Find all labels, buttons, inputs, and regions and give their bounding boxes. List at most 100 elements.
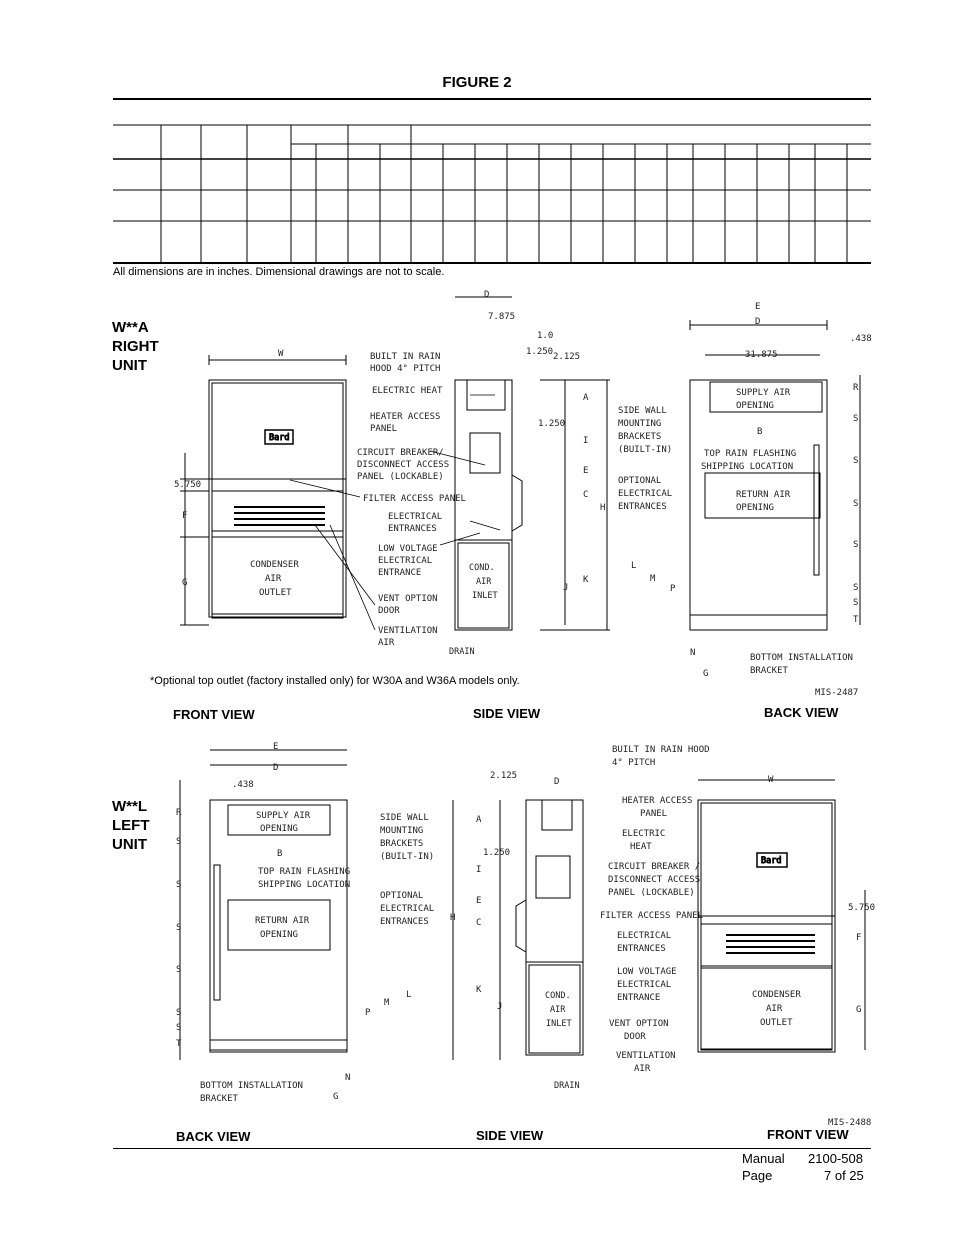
drawing-label: VENTILATION (616, 1051, 676, 1061)
drawing-label: ENTRANCES (617, 944, 666, 954)
drawing-label: AIR (766, 1004, 783, 1014)
back-view-drawing (689, 320, 861, 631)
drawing-label: ENTRANCES (380, 917, 429, 927)
drawing-label: CONDENSER (752, 990, 801, 1000)
drawing-label: TOP RAIN FLASHING (704, 449, 796, 459)
dim-w: W (278, 349, 284, 359)
drawing-label: B (277, 849, 282, 859)
drawing-label: SHIPPING LOCATION (701, 462, 793, 472)
drawing-label: S (176, 880, 181, 890)
drawing-label: K (476, 985, 482, 995)
dimension-table (113, 124, 871, 264)
drawing-label: CIRCUIT BREAKER/ (357, 448, 444, 458)
unit-label-line: W**A (112, 319, 149, 336)
drawing-label: AIR (476, 577, 492, 587)
drawing-label: DISCONNECT ACCESS (357, 460, 449, 470)
drawing-label: S (176, 965, 181, 975)
drawing-label: SUPPLY AIR (736, 388, 791, 398)
drawing-label: ELECTRICAL (617, 931, 671, 941)
view-label: BACK VIEW (176, 1129, 251, 1144)
unit-label-left: W**L LEFT UNIT (112, 797, 150, 854)
drawing-label: AIR (378, 638, 395, 648)
unit-label-line: W**L (112, 798, 147, 815)
dim-5750: 5.750 (174, 480, 201, 490)
mis-number: MIS-2488 (828, 1118, 871, 1128)
drawing-label: S (176, 1008, 181, 1018)
drawing-label: COND. (545, 991, 571, 1001)
drawing-label: S (176, 837, 181, 847)
drawing-label: SHIPPING LOCATION (258, 880, 350, 890)
drawing-label: 31.875 (745, 350, 778, 360)
drawing-label: OPENING (260, 930, 298, 940)
drawing-label: S (853, 499, 858, 509)
drawing-label: A (476, 815, 482, 825)
drawing-label: INLET (546, 1019, 572, 1029)
drawing-label: SUPPLY AIR (256, 811, 311, 821)
drawing-label: RETURN AIR (736, 490, 791, 500)
drawing-label: 1.250 (483, 848, 510, 858)
view-label: SIDE VIEW (473, 706, 541, 721)
drawing-label: INLET (472, 591, 498, 601)
front-view-drawing: Bard (697, 779, 866, 1053)
drawing-label: SIDE WALL (618, 406, 667, 416)
front-view-text: W 5.750 F G CONDENSER AIR OUTLET (174, 349, 299, 598)
drawing-label: PANEL (LOCKABLE) (357, 472, 444, 482)
drawing-label: ELECTRIC HEAT (372, 386, 443, 396)
drawing-label: HEATER ACCESS (622, 796, 692, 806)
drawing-label: AIR (550, 1005, 566, 1015)
page-number: 7 of 25 (824, 1168, 864, 1183)
front-view-drawing: Bard (180, 355, 347, 626)
drawing-label: C (476, 918, 481, 928)
drawing-label: Bard (761, 856, 781, 866)
drawing-label: VENTILATION (378, 626, 438, 636)
drawing-label: OPENING (736, 401, 774, 411)
drawing-label: ENTRANCE (378, 568, 421, 578)
drawing-label: OPTIONAL (618, 476, 661, 486)
dim-f: F (182, 511, 187, 521)
side-view-drawing (452, 799, 584, 1060)
drawing-label: RETURN AIR (255, 916, 310, 926)
drawing-label: (BUILT-IN) (618, 445, 672, 455)
drawing-label: D (484, 290, 489, 300)
side-view-text: D 2.125 A 1.250 I C E H K J COND. AIR IN… (450, 771, 580, 1091)
drawing-label: I (476, 865, 481, 875)
drawing-label: LOW VOLTAGE (617, 967, 677, 977)
drawing-label: G (856, 1005, 861, 1015)
drawing-label: ELECTRICAL (388, 512, 442, 522)
drawing-label: G (703, 669, 708, 679)
drawing-label: FILTER ACCESS PANEL (363, 494, 466, 504)
drawing-label: BRACKETS (618, 432, 661, 442)
drawing-label: 5.750 (848, 903, 875, 913)
drawing-label: TOP RAIN FLASHING (258, 867, 350, 877)
drawing-label: F (856, 933, 861, 943)
drawing-label: E (476, 896, 481, 906)
mis-number: MIS-2487 (815, 688, 858, 698)
drawing-label: ELECTRIC (622, 829, 665, 839)
manual-label: Manual (742, 1151, 785, 1166)
front-callouts: BUILT IN RAIN HOOD 4° PITCH ELECTRIC HEA… (357, 352, 466, 648)
drawing-label: S (853, 456, 858, 466)
drawing-label: H (450, 913, 455, 923)
unit-label-line: UNIT (112, 357, 147, 374)
top-rule (113, 98, 871, 100)
side-callouts: BUILT IN RAIN HOOD 4° PITCH HEATER ACCES… (600, 745, 710, 1074)
drawing-label: BOTTOM INSTALLATION (200, 1081, 303, 1091)
view-label: BACK VIEW (764, 705, 839, 720)
drawing-label: ELECTRICAL (617, 980, 671, 990)
drawing-label: DRAIN (449, 647, 475, 657)
drawing-label: 2.125 (553, 352, 580, 362)
drawing-label: MOUNTING (618, 419, 661, 429)
drawing-label: 2.125 (490, 771, 517, 781)
drawing-label: D (755, 317, 760, 327)
footnote: *Optional top outlet (factory installed … (150, 675, 520, 687)
drawing-label: .438 (232, 780, 254, 790)
drawing-label: P (365, 1008, 371, 1018)
drawing-label: C (583, 490, 588, 500)
drawing-label: 7.875 (488, 312, 515, 322)
page-label: Page (742, 1168, 773, 1183)
drawing-label: S (853, 598, 858, 608)
drawing-label: 1.250 (538, 419, 565, 429)
drawing-label: DISCONNECT ACCESS (608, 875, 700, 885)
drawing-label: BOTTOM INSTALLATION (750, 653, 853, 663)
drawing-label: ELECTRICAL (618, 489, 672, 499)
